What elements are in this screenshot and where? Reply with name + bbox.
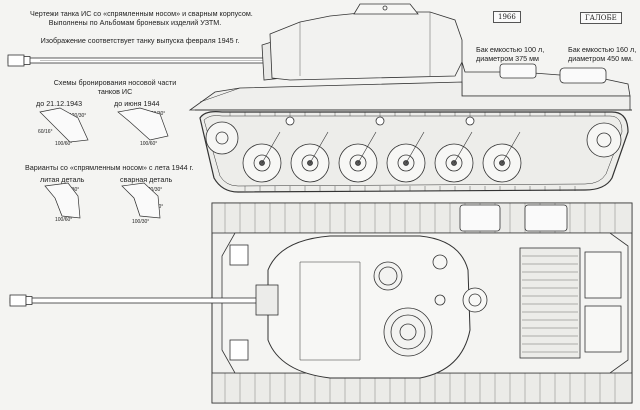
armor-title-2: танков ИС — [97, 87, 133, 96]
armor-variants-label: Варианты со «спрямленным носом» с лета 1… — [25, 163, 194, 172]
dim-label: 120/30° — [62, 187, 80, 193]
tank-right-title: Бак емкостью 160 л, — [568, 45, 637, 54]
dim-label: 100/30° — [132, 219, 150, 225]
armor-title-1: Схемы бронирования носовой части — [53, 78, 177, 87]
tag-left: 1966 — [493, 11, 521, 23]
dim-label: 100/60° — [55, 217, 73, 223]
dim-label: 120/30° — [148, 111, 166, 117]
dim-label: 100/60° — [55, 141, 73, 147]
dim-label: 120/30° — [69, 113, 87, 119]
tank-left-title: Бак емкостью 100 л, — [476, 45, 545, 54]
header-line-2: Выполнены по Альбомам броневых изделий У… — [48, 18, 222, 27]
dim-label: 120/30° — [145, 187, 163, 193]
top-view — [9, 202, 633, 404]
header-note: Изображение соответствует танку выпуска … — [40, 36, 240, 45]
dim-label: 120/30° — [146, 204, 164, 210]
armor-cast-label: литая деталь — [40, 175, 85, 184]
tank-left-diameter: диаметром 375 мм — [476, 54, 540, 63]
tank-right-diameter: диаметром 450 мм. — [568, 54, 633, 63]
armor-before-label: до 21.12.1943 — [36, 99, 83, 108]
dim-label: 100/60° — [140, 141, 158, 147]
tag-right: ГАЛОБЕ — [580, 12, 622, 24]
dim-label: 60/16° — [38, 129, 53, 135]
armor-after-label: до июня 1944 — [114, 99, 160, 108]
header-line-1: Чертежи танка ИС со «спрямленным носом» … — [30, 9, 253, 18]
armor-welded-label: сварная деталь — [120, 175, 173, 184]
